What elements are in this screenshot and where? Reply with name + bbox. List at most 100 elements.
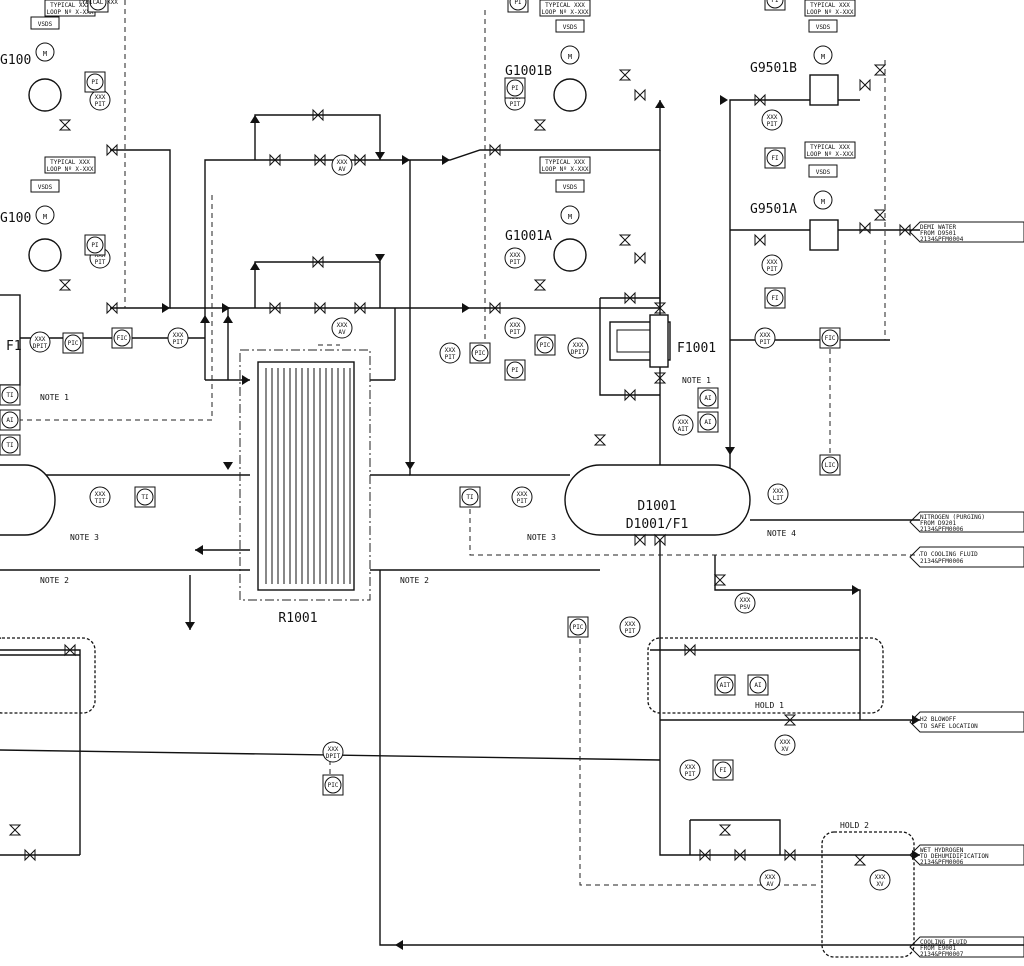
gate-valve — [653, 302, 667, 314]
svg-text:2134&PFM0007: 2134&PFM0007 — [920, 951, 964, 958]
motor-circle — [560, 45, 580, 65]
gate-valve — [654, 533, 666, 547]
dcs-circle — [509, 0, 527, 11]
loop-frame — [804, 141, 856, 159]
dcs-tag: PIC — [540, 342, 551, 349]
dcs-box: TI — [0, 384, 21, 406]
flow-arrow — [223, 315, 233, 323]
gate-valve — [24, 848, 36, 862]
instrument-code: XXX — [95, 94, 106, 101]
dcs-box: FIC — [819, 327, 841, 349]
svg-text:TO SAFE LOCATION: TO SAFE LOCATION — [920, 723, 978, 730]
gate-valve — [873, 64, 887, 76]
gate-valve — [684, 643, 696, 657]
dcs-tag: PI — [511, 85, 519, 92]
dcs-box: AI — [697, 411, 719, 433]
flow-arrow — [442, 155, 450, 165]
gate-valve — [489, 301, 501, 315]
gate-valve — [754, 93, 766, 107]
dcs-circle — [324, 776, 342, 794]
gate-valve — [8, 824, 22, 836]
flow-arrow — [162, 303, 170, 313]
instrument-tag: PIT — [767, 266, 778, 273]
instrument-tag: PIT — [510, 329, 521, 336]
gate-valve — [734, 848, 746, 862]
hold-clouds: HOLD 1 HOLD 2 — [0, 637, 915, 958]
flow-arrow — [195, 545, 203, 555]
instrument-tag: AV — [338, 329, 346, 336]
left-vessel: F1 — [0, 294, 56, 536]
flow-arrow — [223, 462, 233, 470]
drum-label: D1001 — [637, 499, 676, 514]
instrument-circle — [567, 337, 589, 359]
gate-valve — [634, 88, 646, 102]
instrument-code: XXX — [35, 336, 46, 343]
instrument-code: XXX — [767, 114, 778, 121]
vsds-box — [30, 179, 60, 193]
loop-number: LOOP Nº X-XXX — [807, 9, 854, 16]
vsds-box — [808, 19, 838, 33]
gate-valve — [859, 78, 871, 92]
dcs-box: TI — [134, 486, 156, 508]
gate-valve — [312, 255, 324, 269]
instrument-tag: AIT — [678, 426, 689, 433]
loop-text: TYPICAL XXX — [545, 2, 585, 9]
dcs-box: PIC — [62, 332, 84, 354]
gate-valve — [618, 234, 632, 246]
dcs-box: FI — [712, 759, 734, 781]
svg-text:TO COOLING FLUID: TO COOLING FLUID — [920, 551, 978, 558]
gate-valve — [853, 854, 867, 866]
instrument-code: XXX — [510, 252, 521, 259]
filter-label: F1001 — [677, 341, 716, 356]
instrument-tag: PIT — [510, 259, 521, 266]
offpage-cooling-fluid-in: COOLING FLUID FROM E9001 2134&PFM0007 — [909, 936, 1024, 958]
pump-a-label: G1001A — [505, 229, 552, 244]
gate-valve — [718, 824, 732, 836]
notes: NOTE 1 NOTE 1 NOTE 2 NOTE 2 NOTE 3 NOTE … — [40, 376, 796, 585]
instrument-tag: PIT — [767, 121, 778, 128]
dcs-box: PI — [84, 71, 106, 93]
dcs-tag: PIC — [573, 624, 584, 631]
instrument-tag: TIT — [95, 498, 106, 505]
flow-arrow — [655, 100, 665, 108]
hold2-label: HOLD 2 — [840, 821, 869, 830]
instrument-circle — [761, 109, 783, 131]
instrument-code: XXX — [173, 332, 184, 339]
instrument-code: XXX — [875, 874, 886, 881]
loop-frame — [44, 156, 96, 174]
motor-label: M — [568, 213, 572, 221]
dcs-box: TI — [459, 486, 481, 508]
offpage-wet-hydrogen: WET HYDROGEN TO DEHUMIDIFICATION 2134&PF… — [909, 844, 1024, 866]
motor-label: M — [568, 53, 572, 61]
loop-text: TYPICAL XXX — [545, 159, 585, 166]
reactor-r1001: R1001 — [239, 349, 371, 626]
dcs-box: PIC — [469, 342, 491, 364]
instrument-tag: DPIT — [33, 343, 48, 350]
dcs-box: PIC — [567, 616, 589, 638]
svg-text:COOLING FLUID: COOLING FLUID — [920, 939, 967, 946]
flow-arrow — [185, 622, 195, 630]
dcs-box: PI — [84, 234, 106, 256]
instrument-circle — [767, 483, 789, 505]
svg-text:NITROGEN (PURGING): NITROGEN (PURGING) — [920, 514, 985, 521]
dcs-tag: LIC — [825, 462, 836, 469]
flow-arrow — [852, 585, 860, 595]
gate-valve — [533, 279, 547, 291]
dcs-circle — [716, 676, 734, 694]
instrument-code: XXX — [773, 488, 784, 495]
instrument-tag: DPIT — [326, 753, 341, 760]
dcs-box: PI — [504, 359, 526, 381]
